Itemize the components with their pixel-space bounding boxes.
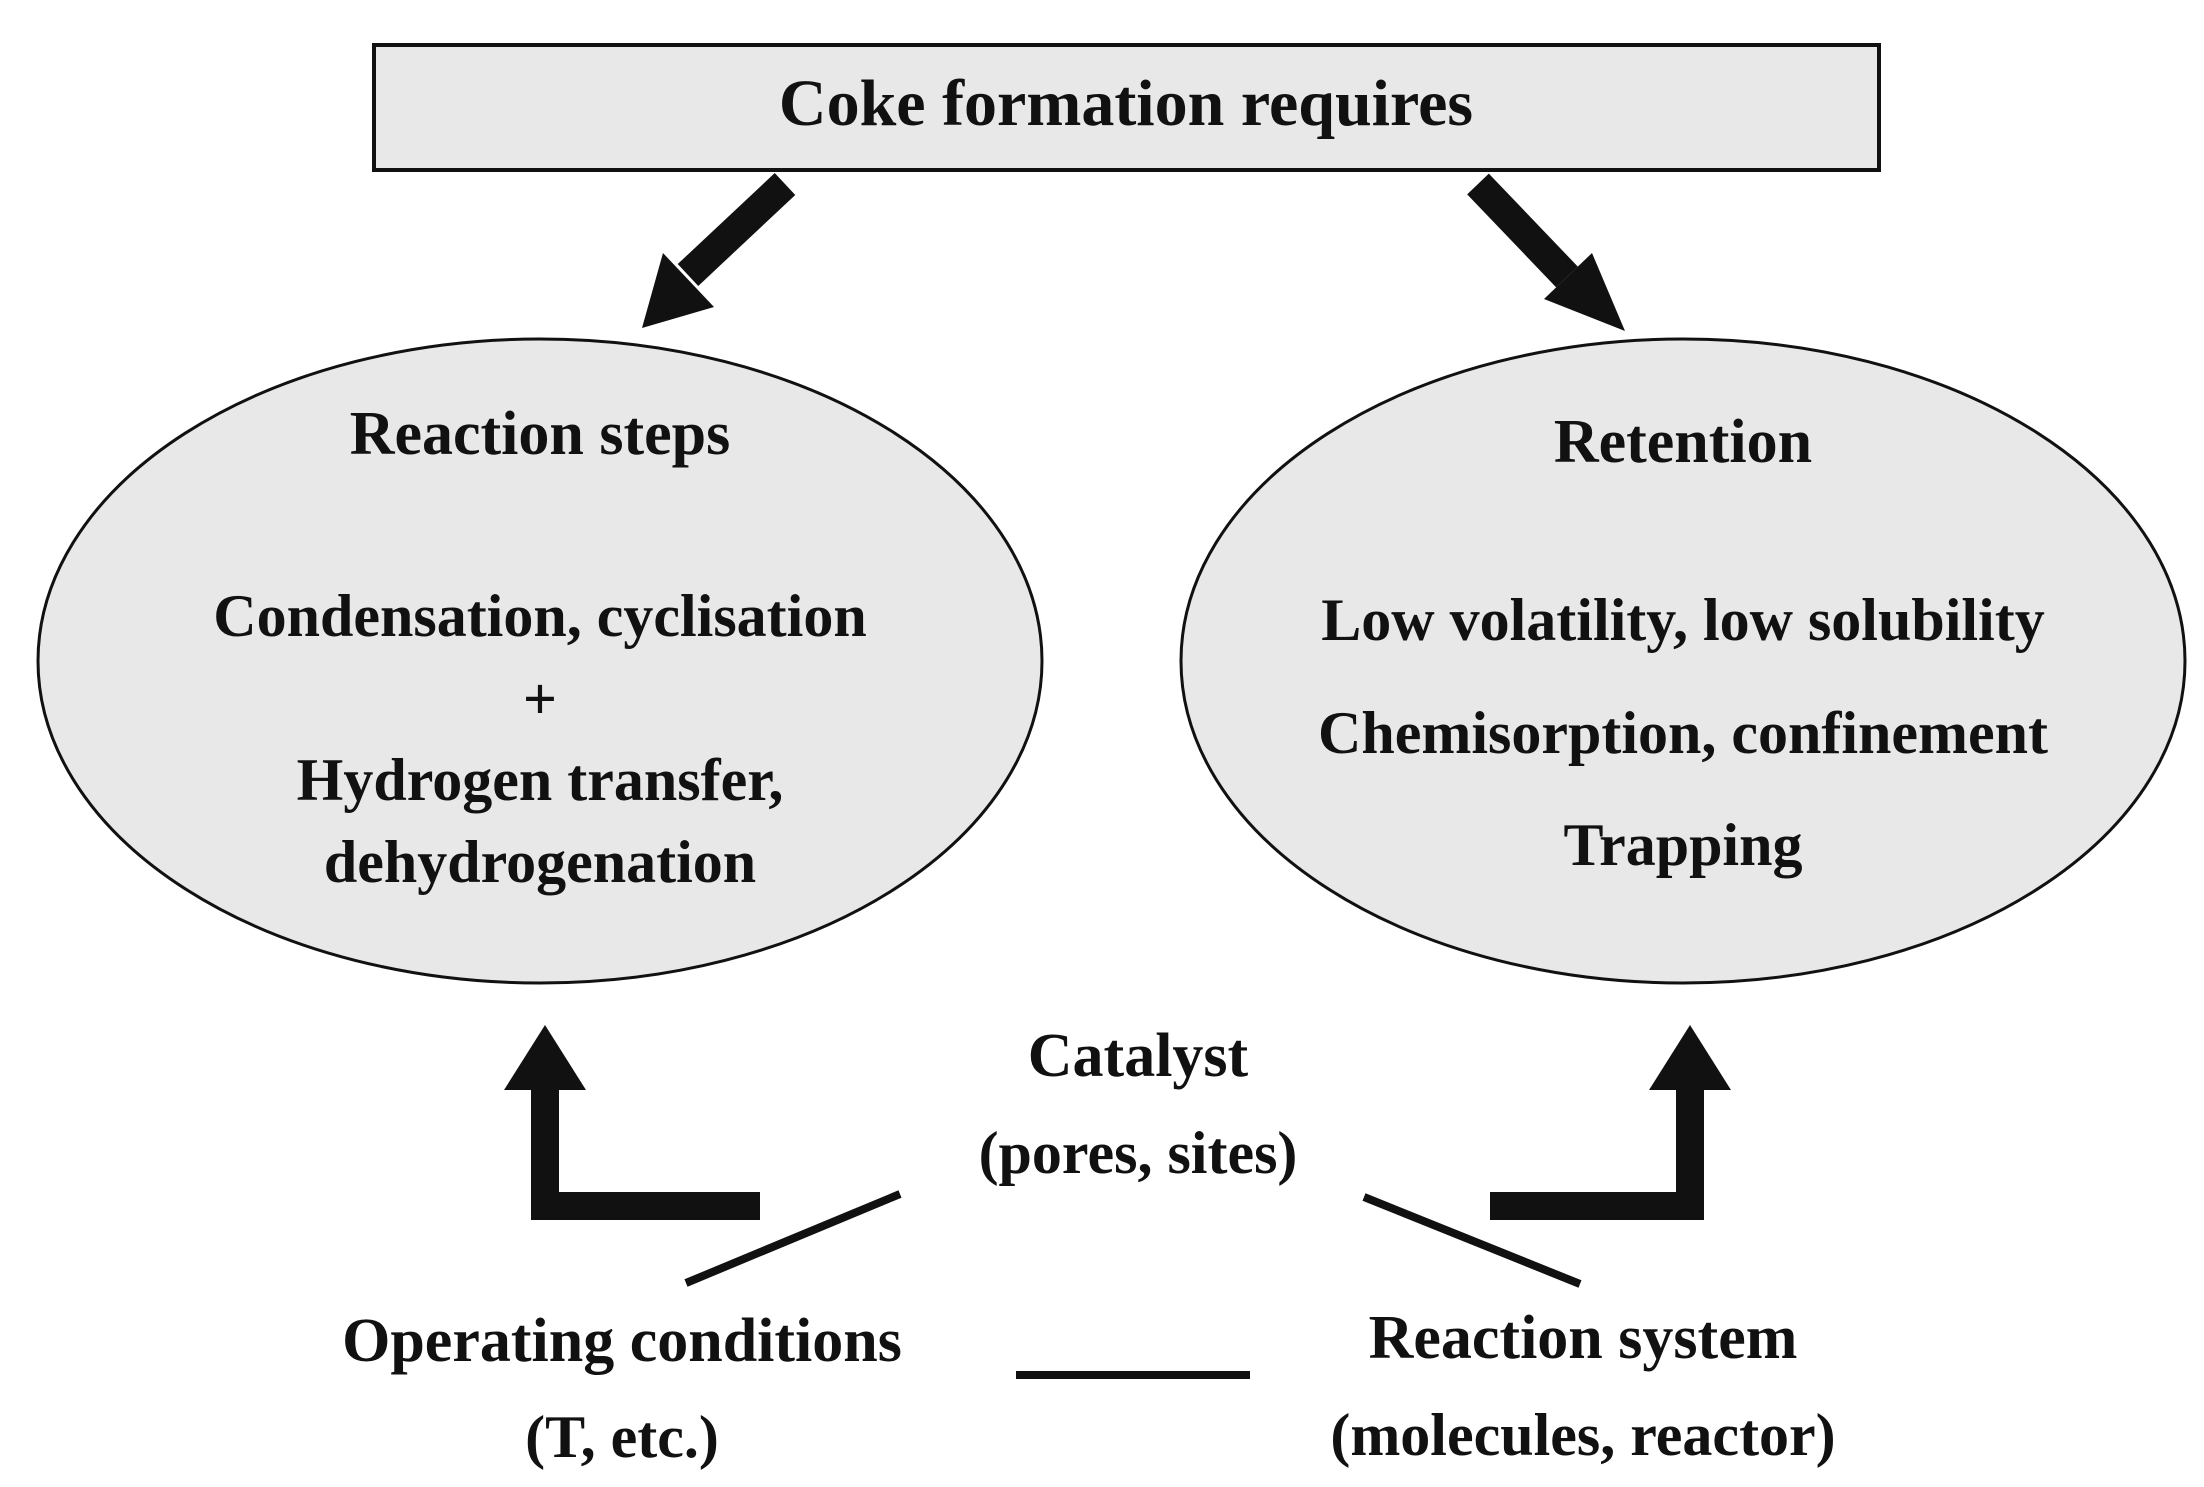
arrow-head [642, 253, 714, 328]
operating-conditions-subtitle: (T, etc.) [525, 1404, 719, 1470]
arrow-head [504, 1025, 586, 1090]
retention-line3: Trapping [1564, 812, 1803, 878]
arrow-to-reaction-steps [642, 173, 796, 328]
operating-conditions-title: Operating conditions [342, 1307, 902, 1375]
reaction-system-title: Reaction system [1369, 1304, 1798, 1372]
arrow-shaft [531, 1080, 760, 1220]
reaction-system-label: Reaction system (molecules, reactor) [1330, 1304, 1835, 1468]
arrow-shaft [1490, 1080, 1704, 1220]
reaction-steps-line3: dehydrogenation [324, 829, 756, 895]
arrow-shaft [677, 173, 796, 286]
arrow-shaft [1467, 173, 1578, 288]
header-rect [372, 43, 1881, 172]
header-box: Coke formation requires [372, 43, 1881, 172]
reaction-steps-ellipse: Reaction steps Condensation, cyclisation… [36, 337, 1044, 985]
retention-title: Retention [1554, 408, 1812, 476]
operating-conditions-label: Operating conditions (T, etc.) [342, 1307, 902, 1470]
arrow-up-to-reaction-steps [504, 1025, 760, 1220]
arrow-head [1649, 1025, 1731, 1090]
reaction-steps-title: Reaction steps [350, 400, 731, 468]
reaction-system-subtitle: (molecules, reactor) [1330, 1402, 1835, 1468]
catalyst-title: Catalyst [1028, 1022, 1249, 1090]
reaction-steps-plus: + [523, 666, 557, 732]
retention-line2: Chemisorption, confinement [1318, 700, 2048, 766]
retention-shape [1179, 337, 2187, 985]
arrow-to-retention [1467, 173, 1625, 331]
link-catalyst-reaction-system [1362, 1193, 1582, 1288]
reaction-steps-line1: Condensation, cyclisation [213, 583, 866, 649]
catalyst-label: Catalyst (pores, sites) [979, 1022, 1298, 1186]
reaction-steps-shape [36, 337, 1044, 985]
arrow-up-to-retention [1490, 1025, 1731, 1220]
arrow-head [1544, 253, 1625, 331]
reaction-steps-line2: Hydrogen transfer, [297, 747, 784, 813]
catalyst-subtitle: (pores, sites) [979, 1120, 1298, 1186]
link-catalyst-operating [684, 1190, 902, 1287]
header-title: Coke formation requires [779, 67, 1473, 140]
retention-ellipse: Retention Low volatility, low solubility… [1179, 337, 2187, 985]
retention-line1: Low volatility, low solubility [1321, 587, 2044, 653]
